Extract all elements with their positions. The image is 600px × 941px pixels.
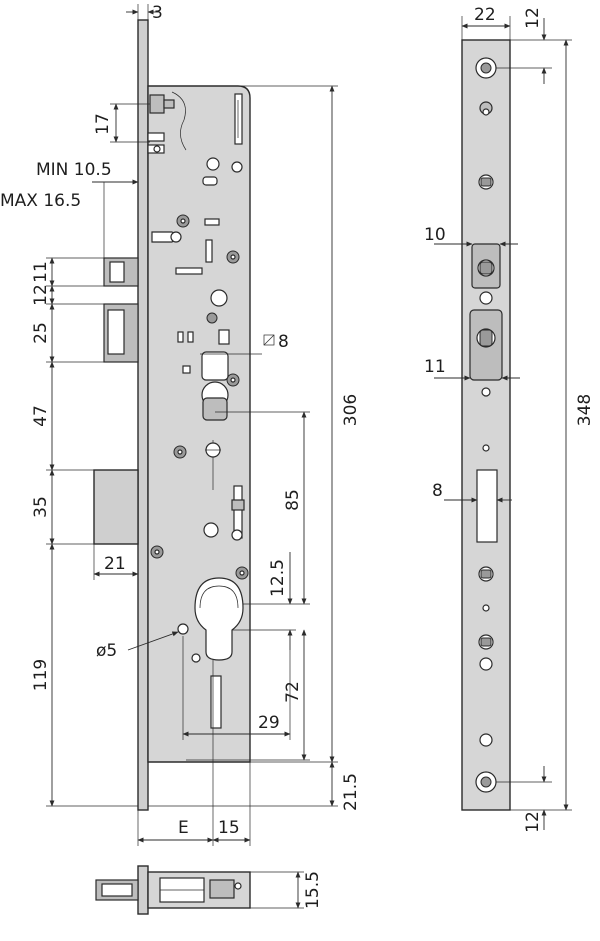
dim-11-label: 11: [31, 261, 51, 283]
dim-21-label: 21: [104, 554, 126, 574]
min-backset-label: MIN 10.5: [36, 160, 112, 180]
side-dim-11-label: 11: [424, 357, 446, 377]
bottom-slot: [210, 675, 222, 729]
top-mechanism: [147, 91, 187, 154]
side-dim-8-label: 8: [432, 481, 443, 501]
dim-E-label: E: [178, 818, 189, 838]
deadbolt: [93, 469, 139, 545]
dim-15-5-label: 15.5: [303, 871, 323, 909]
side-dim-12-top-label: 12: [523, 7, 543, 29]
front-view: [93, 19, 251, 811]
side-dim-12-bottom-label: 12: [523, 811, 543, 833]
side-dimensions: 22 12 10 11 8 348 12: [424, 5, 595, 833]
side-faceplate: [461, 39, 511, 811]
dim-306-label: 306: [341, 394, 361, 426]
dim-35-label: 35: [31, 496, 51, 518]
dim-12-label: 12: [31, 284, 51, 306]
front-dimensions: 3 17 MIN 10.5 MAX 16.5 11 12 25 47 35 11…: [0, 3, 361, 846]
dim-dia5-label: ø5: [96, 641, 117, 661]
side-dim-348-label: 348: [575, 394, 595, 426]
dim-12-5-label: 12.5: [268, 559, 288, 597]
dim-21-5-label: 21.5: [341, 773, 361, 811]
dim-72-label: 72: [283, 681, 303, 703]
side-view: [461, 39, 511, 811]
body-features: [150, 93, 249, 580]
dim-25-label: 25: [31, 322, 51, 344]
follower: [201, 351, 229, 490]
side-dim-22-label: 22: [474, 5, 496, 25]
small-hole: [177, 623, 189, 635]
dim-15-label: 15: [218, 818, 240, 838]
latch-bolts: [93, 257, 139, 545]
dim-17-label: 17: [93, 113, 113, 135]
dim-3-label: 3: [152, 3, 163, 23]
bottom-view: 15.5: [95, 865, 323, 915]
dim-85-label: 85: [283, 489, 303, 511]
side-dim-10-label: 10: [424, 225, 446, 245]
dim-47-label: 47: [31, 405, 51, 427]
dim-29-label: 29: [258, 713, 280, 733]
faceplate: [137, 19, 149, 811]
dim-square-8-label: 8: [278, 332, 289, 352]
max-backset-label: MAX 16.5: [0, 191, 81, 211]
cylinder-cutout: [194, 577, 244, 661]
dim-119-label: 119: [31, 659, 51, 691]
